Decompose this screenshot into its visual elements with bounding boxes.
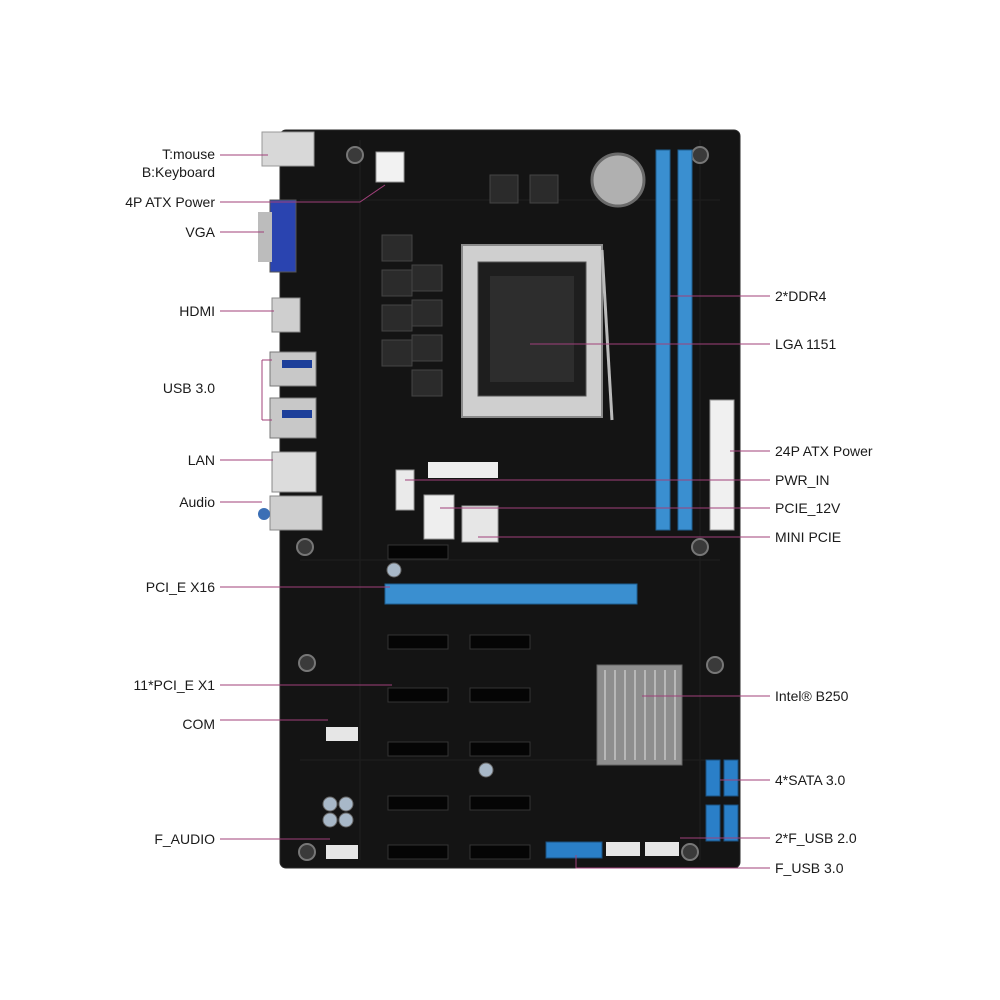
label-lga-1151: LGA 1151 (775, 336, 837, 352)
sata-ports (705, 759, 739, 842)
audio-jack (258, 508, 270, 520)
ddr4-slots (655, 149, 693, 531)
sticker (428, 462, 498, 478)
motherboard (258, 129, 741, 869)
pcie-12v-connector (423, 494, 455, 540)
lan-port (271, 451, 317, 493)
label-f-usb-3-0: F_USB 3.0 (775, 860, 844, 876)
label-hdmi: HDMI (179, 303, 215, 319)
capacitors (322, 562, 494, 828)
pcb-traces (300, 140, 720, 860)
label-intel-b250: Intel® B250 (775, 688, 849, 704)
audio-port (269, 495, 323, 531)
label-mouse-keyboard-line2: B:Keyboard (141, 164, 215, 180)
rear-io (258, 131, 323, 531)
label-usb-3-0: USB 3.0 (162, 380, 215, 396)
label-audio: Audio (179, 494, 215, 510)
mounting-holes (296, 146, 724, 861)
label-pci-e-x16: PCI_E X16 (145, 579, 215, 595)
label-lan: LAN (187, 452, 215, 468)
label-mouse-keyboard: T:mouse B:Keyboard (90, 145, 215, 181)
cpu-socket-lga1151 (461, 244, 614, 421)
f-usb3-header (545, 841, 603, 859)
usb3-port-top-tongue (282, 360, 312, 368)
com-header (326, 727, 358, 741)
pcie-x16-slot (384, 583, 638, 605)
label-pci-e-x1: 11*PCI_E X1 (133, 677, 215, 693)
f-usb2-header-1 (606, 842, 640, 856)
leader-lines-right (405, 295, 770, 869)
f-audio-header (326, 845, 358, 859)
chipset-heatsink (596, 664, 683, 766)
ps2-port (261, 131, 315, 167)
label-f-usb-2-0: 2*F_USB 2.0 (775, 830, 857, 846)
label-com: COM (182, 716, 215, 732)
label-4p-atx-power: 4P ATX Power (125, 194, 215, 210)
vga-bracket (258, 212, 272, 262)
label-ddr4: 2*DDR4 (775, 288, 827, 304)
usb3-port-bottom-tongue (282, 410, 312, 418)
label-f-audio: F_AUDIO (154, 831, 215, 847)
atx-4pin-connector (375, 151, 405, 183)
ddr4-slot-2 (677, 149, 693, 531)
mini-pcie-slot (461, 505, 499, 543)
atx-24pin-connector (709, 399, 735, 531)
label-sata: 4*SATA 3.0 (775, 772, 846, 788)
vrm-area (381, 174, 559, 397)
pwr-in-connector (395, 469, 415, 511)
leader-lines-left (220, 154, 392, 840)
label-mouse-keyboard-line1: T:mouse (162, 146, 215, 162)
usb3-port-top (269, 351, 317, 387)
label-24p-atx-power: 24P ATX Power (775, 443, 873, 459)
label-pcie-12v: PCIE_12V (775, 500, 841, 516)
ddr4-slot-1 (655, 149, 671, 531)
vga-port (269, 199, 297, 273)
pcie-x1-slots (387, 544, 531, 860)
hdmi-port (271, 297, 301, 333)
label-mini-pcie: MINI PCIE (775, 529, 842, 545)
label-pwr-in: PWR_IN (775, 472, 830, 488)
label-vga: VGA (185, 224, 215, 240)
cmos-battery (590, 152, 646, 208)
f-usb2-header-2 (645, 842, 679, 856)
